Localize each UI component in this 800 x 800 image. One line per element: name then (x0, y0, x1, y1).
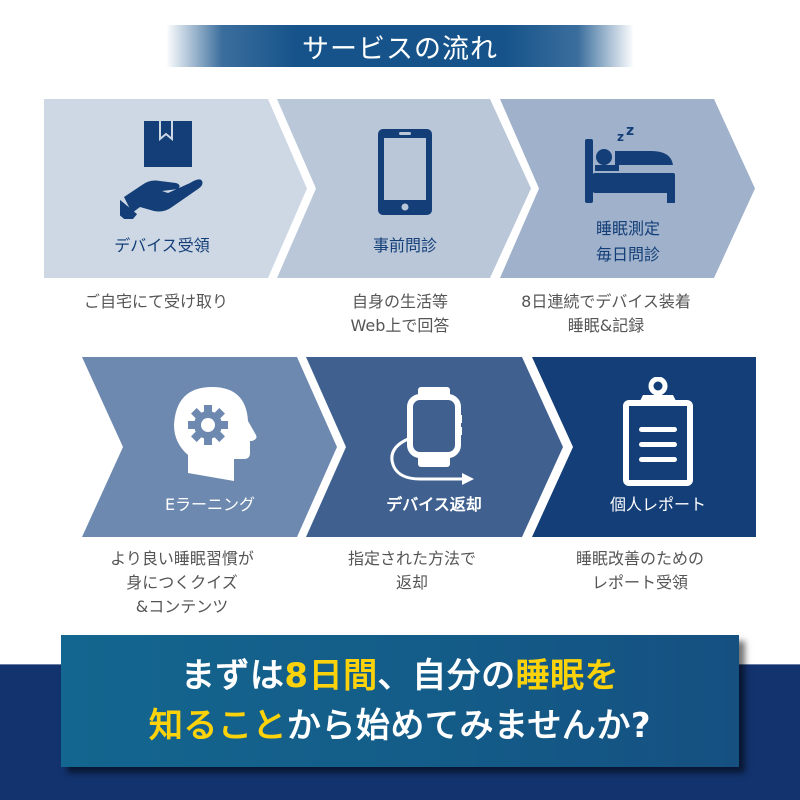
section-title: サービスの流れ (302, 33, 498, 65)
step-description: 睡眠改善のための レポート受領 (575, 549, 704, 592)
highlight-text: 知ること (148, 706, 287, 746)
step-label: 睡眠測定 毎日問診 (528, 216, 728, 268)
step-label-line: 睡眠測定 (595, 219, 660, 238)
chevron-shape (306, 357, 563, 537)
svg-text:z: z (617, 130, 624, 144)
step-sleep-measurement: z z 睡眠測定 毎日問診 (500, 99, 756, 278)
step-personal-report: 個人レポート (532, 357, 756, 537)
step-pre-interview: 事前問診 (277, 99, 532, 278)
svg-text:z: z (626, 125, 634, 139)
hand-box-icon (120, 121, 203, 219)
highlight-text: 睡眠を (515, 656, 620, 696)
step-label: 事前問診 (372, 236, 437, 255)
step-description: 指定された方法で 返却 (347, 549, 476, 592)
head-gear-icon (174, 387, 257, 481)
banner-line-1: まずは8日間、自分の睡眠を (180, 656, 620, 696)
step-description: ご自宅にて受け取り (83, 292, 228, 311)
step-device-receipt: デバイス受領 (44, 99, 308, 278)
step-label: 個人レポート (609, 495, 706, 514)
step-label: デバイス返却 (386, 495, 482, 514)
sleeping-bed-icon: z z (585, 125, 675, 203)
banner-line-2: 知ることから始めてみませんか? (148, 706, 652, 746)
smartphone-icon (378, 129, 432, 215)
step-label: Eラーニング (164, 495, 256, 514)
step-label: デバイス受領 (114, 236, 210, 255)
step-description: より良い睡眠習慣が 身につくクイズ &コンテンツ (110, 549, 254, 616)
step-e-learning: Eラーニング (82, 357, 338, 537)
watch-return-icon (390, 387, 474, 485)
step-description: 8日連続でデバイス装着 睡眠&記録 (521, 292, 691, 335)
step-device-return: デバイス返却 (306, 357, 564, 537)
cta-banner: まずは8日間、自分の睡眠を 知ることから始めてみませんか? (61, 635, 739, 767)
highlight-text: 8日間 (284, 656, 378, 696)
clipboard-icon (623, 377, 693, 486)
step-description: 自身の生活等 Web上で回答 (350, 292, 450, 335)
step-label-line: 毎日問診 (595, 245, 660, 264)
section-title-bar: サービスの流れ (166, 25, 634, 67)
